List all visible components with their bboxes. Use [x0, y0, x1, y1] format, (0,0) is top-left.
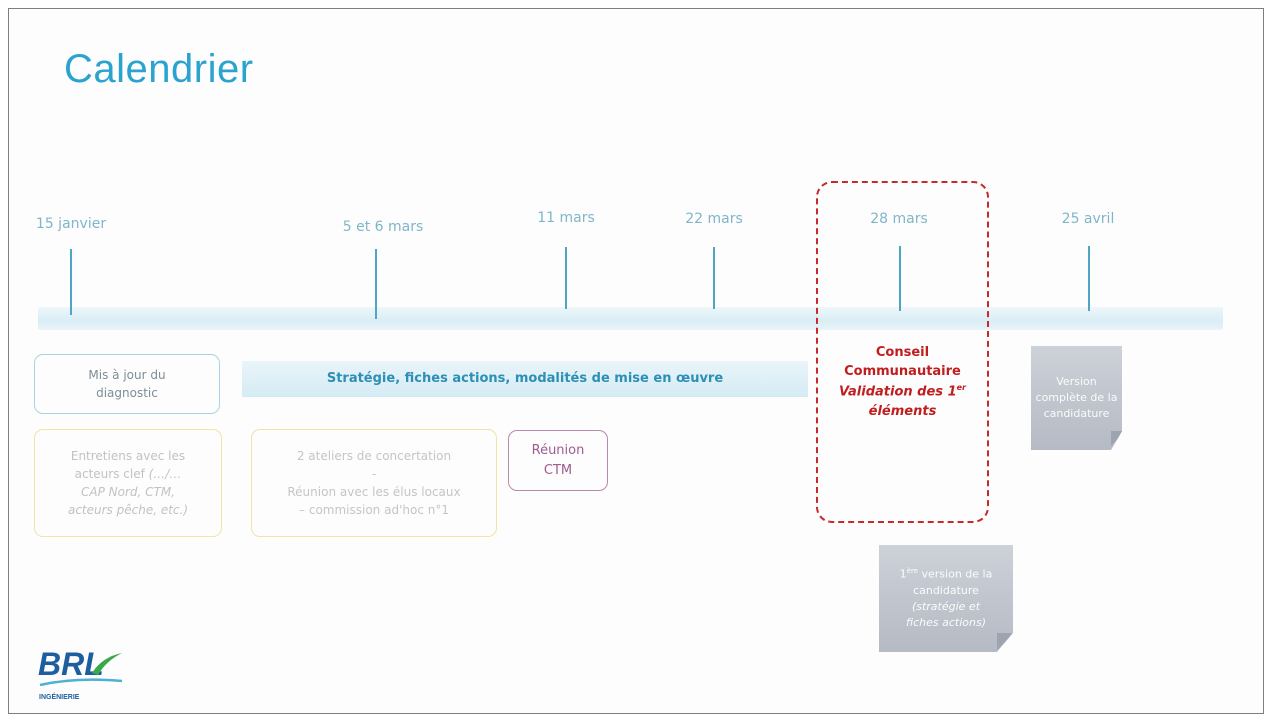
date-22-mars: 22 mars	[685, 211, 743, 227]
strategie-label: Stratégie, fiches actions, modalités de …	[326, 371, 724, 387]
first-version-note: 1ère version de la candidature (stratégi…	[879, 545, 1013, 652]
entretiens-line-3: CAP Nord, CTM,	[80, 485, 175, 499]
tick-25-avril	[1088, 246, 1090, 311]
entretiens-line-2-ital: (…/…	[148, 467, 182, 481]
first-line-1-sup: ère	[906, 567, 918, 576]
version-complete-note: Version complète de la candidature	[1031, 346, 1122, 450]
conseil-communautaire-box: Conseil Communautaire Validation des 1er…	[816, 181, 989, 523]
first-line-4: fiches actions)	[905, 615, 986, 629]
timeline-band	[38, 307, 1223, 330]
conseil-line-2: Communautaire	[844, 364, 961, 380]
tick-28-mars	[899, 246, 901, 311]
logo-leaf-icon	[92, 653, 122, 675]
first-line-1: version de la	[918, 567, 993, 581]
brl-logo-icon: BRL INGÉNIERIE	[38, 646, 123, 701]
ateliers-box: 2 ateliers de concertation - Réunion ave…	[251, 429, 497, 537]
date-5-6-mars: 5 et 6 mars	[342, 219, 424, 235]
logo-swoosh-icon	[39, 678, 123, 687]
diagnostic-line-1: Mis à jour du	[88, 368, 166, 382]
entretiens-box: Entretiens avec les acteurs clef (…/… CA…	[34, 429, 222, 537]
reunion-ctm-box: Réunion CTM	[508, 430, 608, 491]
reunion-line-1: Réunion	[531, 443, 585, 458]
tick-15-janvier	[70, 249, 72, 315]
ateliers-line-3: Réunion avec les élus locaux	[287, 485, 461, 499]
date-25-avril: 25 avril	[1061, 211, 1115, 227]
tick-11-mars	[565, 247, 567, 309]
first-line-2: candidature	[913, 583, 979, 597]
version-line-3: candidature	[1043, 406, 1110, 420]
version-line-1: Version	[1056, 375, 1097, 389]
strategie-bar: Stratégie, fiches actions, modalités de …	[242, 361, 808, 397]
logo-brand: BRL	[38, 646, 104, 682]
entretiens-line-2: acteurs clef	[74, 467, 149, 481]
version-line-2: complète de la	[1035, 391, 1118, 405]
entretiens-line-1: Entretiens avec les	[70, 449, 186, 463]
tick-5-6-mars	[375, 249, 377, 319]
conseil-line-4: éléments	[868, 403, 937, 419]
ateliers-line-4: – commission ad'hoc n°1	[299, 503, 449, 517]
date-11-mars: 11 mars	[537, 210, 595, 226]
logo-sub: INGÉNIERIE	[39, 692, 80, 701]
ateliers-line-1: 2 ateliers de concertation	[296, 449, 452, 463]
date-28-mars: 28 mars	[870, 211, 928, 227]
conseil-line-3: Validation des 1	[838, 384, 957, 400]
date-15-janvier: 15 janvier	[35, 216, 107, 232]
tick-22-mars	[713, 247, 715, 309]
slide-title: Calendrier	[64, 47, 254, 91]
entretiens-line-4: acteurs pêche, etc.)	[67, 503, 189, 517]
ateliers-line-2: -	[371, 467, 377, 481]
diagnostic-line-2: diagnostic	[96, 386, 158, 400]
reunion-line-2: CTM	[543, 462, 573, 478]
conseil-line-3-sup: er	[956, 382, 966, 392]
diagnostic-box: Mis à jour du diagnostic	[34, 354, 220, 414]
conseil-line-1: Conseil	[875, 344, 930, 360]
first-line-3: (stratégie et	[911, 599, 981, 613]
